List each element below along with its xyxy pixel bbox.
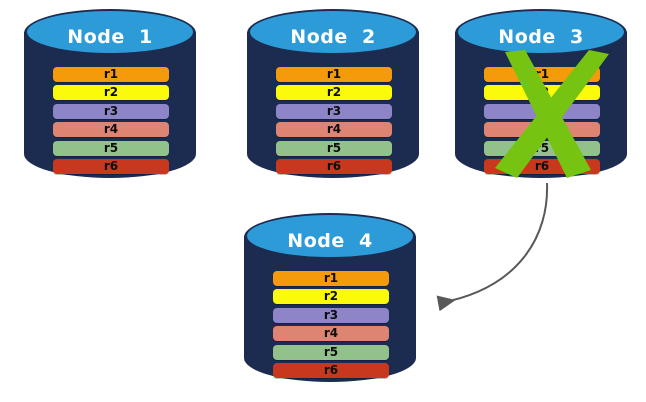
node-row-list: r1 r2 r3 r4 r5 r6 — [276, 67, 392, 177]
replication-arrow-path — [436, 182, 549, 312]
data-row-r6[interactable]: r6 — [273, 362, 389, 378]
cylinder-top-face — [27, 11, 193, 53]
data-row-r1[interactable]: r1 — [484, 67, 600, 82]
data-row-r1[interactable]: r1 — [53, 67, 169, 82]
data-row-r5[interactable]: r5 — [484, 140, 600, 156]
data-row-r2[interactable]: r2 — [273, 289, 389, 305]
node-row-list: r1 r2 r3 r4 r5 r6 — [273, 271, 389, 381]
data-row-r4[interactable]: r4 — [484, 122, 600, 138]
cylinder-top-face — [458, 11, 624, 53]
data-row-r2[interactable]: r2 — [484, 85, 600, 101]
cylinder-top-face — [247, 215, 413, 257]
data-row-r3[interactable]: r3 — [276, 103, 392, 119]
data-row-r6[interactable]: r6 — [484, 158, 600, 174]
data-row-r6[interactable]: r6 — [276, 158, 392, 174]
data-row-r3[interactable]: r3 — [53, 103, 169, 119]
node-row-list: r1 r2 r3 r4 r5 r6 — [53, 67, 169, 177]
data-row-r4[interactable]: r4 — [276, 122, 392, 138]
data-row-r2[interactable]: r2 — [276, 85, 392, 101]
data-row-r5[interactable]: r5 — [53, 140, 169, 156]
data-row-r1[interactable]: r1 — [273, 271, 389, 286]
node-row-list: r1 r2 r3 r4 r5 r6 — [484, 67, 600, 177]
data-row-r4[interactable]: r4 — [273, 326, 389, 342]
data-row-r2[interactable]: r2 — [53, 85, 169, 101]
data-row-r3[interactable]: r3 — [484, 103, 600, 119]
data-row-r5[interactable]: r5 — [276, 140, 392, 156]
data-row-r1[interactable]: r1 — [276, 67, 392, 82]
data-row-r5[interactable]: r5 — [273, 344, 389, 360]
data-row-r4[interactable]: r4 — [53, 122, 169, 138]
data-row-r3[interactable]: r3 — [273, 307, 389, 323]
data-row-r6[interactable]: r6 — [53, 158, 169, 174]
cylinder-top-face — [250, 11, 416, 53]
